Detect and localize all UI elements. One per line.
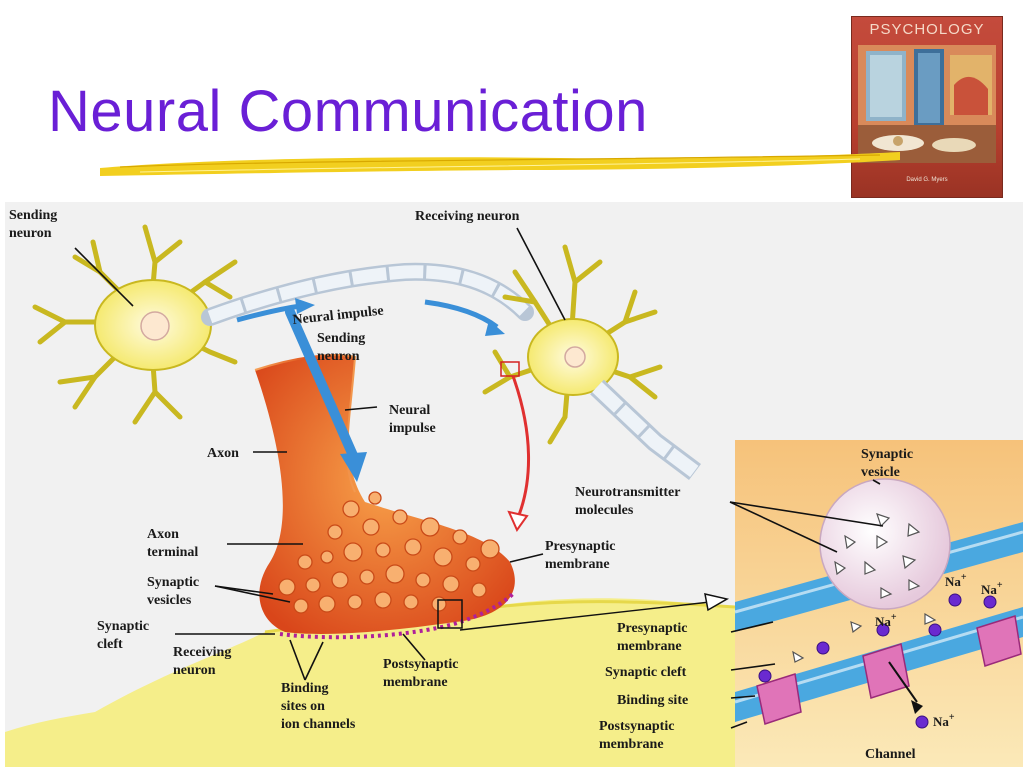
na-ion-charge-1: + <box>961 572 967 583</box>
label-receiving-neuron-bottom-1: Receiving <box>173 645 231 660</box>
label-presynaptic-membrane-mid-1: Presynaptic <box>545 539 616 554</box>
na-ion-charge-2: + <box>997 580 1003 591</box>
label-postsynaptic-membrane-inset-2: membrane <box>599 737 664 752</box>
label-sending-neuron-mid-1: Sending <box>317 331 365 346</box>
label-synaptic-cleft-left-2: cleft <box>97 637 123 652</box>
na-ion-text-1: Na <box>945 574 961 589</box>
label-leader-lines <box>74 227 884 729</box>
axon-and-terminal <box>254 307 515 634</box>
na-ion-text-2: Na <box>981 582 997 597</box>
label-neurotransmitter-1: Neurotransmitter <box>575 485 681 500</box>
label-axon: Axon <box>207 446 239 461</box>
label-axon-terminal-1: Axon <box>147 527 179 542</box>
label-presynaptic-membrane-inset-1: Presynaptic <box>617 621 688 636</box>
zoom-arrow-right <box>704 593 730 612</box>
label-binding-sites-2: sites on <box>281 699 325 714</box>
synapse-diagram: Sending neuron Receiving neuron Neural i… <box>5 202 1023 767</box>
sending-neuron-cell <box>32 224 238 425</box>
zoom-arrowhead-red <box>507 510 529 533</box>
label-neurotransmitter-2: molecules <box>575 503 634 518</box>
label-channel: Channel <box>865 747 916 762</box>
book-cover-painting <box>858 45 996 163</box>
zoom-arrow-red <box>511 375 531 521</box>
diagram-labels: Sending neuron Receiving neuron Neural i… <box>9 208 1003 762</box>
na-ion-text-4: Na <box>933 714 949 729</box>
label-synaptic-vesicles-2: vesicles <box>147 593 192 608</box>
book-cover-author: David G. Myers <box>906 177 948 183</box>
label-na-ion-1: Na+ <box>945 572 967 589</box>
neural-impulse-arrow-top <box>236 298 505 336</box>
label-synaptic-cleft-left-1: Synaptic <box>97 619 149 634</box>
label-binding-sites-3: ion channels <box>281 717 356 732</box>
label-synaptic-vesicles-1: Synaptic <box>147 575 199 590</box>
label-postsynaptic-membrane-inset-1: Postsynaptic <box>599 719 674 734</box>
label-presynaptic-membrane-inset-2: membrane <box>617 639 682 654</box>
label-synaptic-vesicle-inset-1: Synaptic <box>861 447 913 462</box>
label-receiving-neuron-top: Receiving neuron <box>415 209 520 224</box>
na-ion-text-3: Na <box>875 614 891 629</box>
label-na-ion-3: Na+ <box>875 612 897 629</box>
label-binding-site-inset: Binding site <box>617 693 688 708</box>
label-neural-impulse-mid-1: Neural <box>389 403 430 418</box>
book-cover-title: PSYCHOLOGY <box>869 21 985 38</box>
receiving-neuron-cell <box>482 244 701 480</box>
label-sending-neuron-mid-2: neuron <box>317 349 360 364</box>
label-postsynaptic-membrane-mid-1: Postsynaptic <box>383 657 458 672</box>
label-synaptic-cleft-inset: Synaptic cleft <box>605 665 687 680</box>
label-synaptic-vesicle-inset-2: vesicle <box>861 465 900 480</box>
label-sending-neuron-top-1: Sending <box>9 208 57 223</box>
label-binding-sites-1: Binding <box>281 681 328 696</box>
title-underline-brushstroke <box>100 152 900 176</box>
na-ion-charge-4: + <box>949 712 955 723</box>
binding-sites-dots <box>279 590 517 640</box>
label-na-ion-4: Na+ <box>933 712 955 729</box>
vesicles-cluster <box>278 491 500 614</box>
synapse-inset-panel <box>734 440 1023 767</box>
label-receiving-neuron-bottom-2: neuron <box>173 663 216 678</box>
slide-title: Neural Communication <box>48 79 648 144</box>
label-postsynaptic-membrane-mid-2: membrane <box>383 675 448 690</box>
label-neural-impulse-mid-2: impulse <box>389 421 436 436</box>
receiving-neuron-dendrite <box>5 598 735 767</box>
label-presynaptic-membrane-mid-2: membrane <box>545 557 610 572</box>
zoom-box <box>437 599 463 629</box>
na-ion-charge-3: + <box>891 612 897 623</box>
myelinated-axon <box>201 262 534 326</box>
label-na-ion-2: Na+ <box>981 580 1003 597</box>
label-axon-terminal-2: terminal <box>147 545 198 560</box>
label-sending-neuron-top-2: neuron <box>9 226 52 241</box>
book-cover-image: PSYCHOLOGY David G. Myers <box>851 16 1003 198</box>
